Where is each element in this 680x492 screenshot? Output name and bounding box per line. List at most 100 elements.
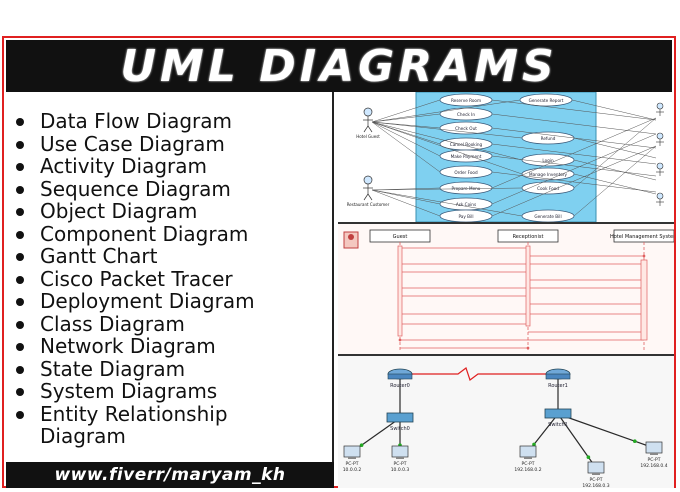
bullet-icon <box>16 365 24 374</box>
svg-text:Hotel Guest: Hotel Guest <box>356 134 380 139</box>
actor-figure <box>656 102 664 116</box>
router-icon: Router1 <box>545 368 571 389</box>
service-label: Entity Relationship <box>40 401 228 426</box>
association-line <box>491 99 657 121</box>
ethernet-link <box>557 413 597 469</box>
service-label: Data Flow Diagram <box>40 109 232 133</box>
arrow-head <box>526 346 530 350</box>
svg-text:Check In: Check In <box>457 112 475 117</box>
footer-url: www.fiverr/maryam_kh <box>54 465 286 485</box>
bullet-icon <box>16 275 24 284</box>
association-line <box>371 189 523 217</box>
switch-icon: Switch1 <box>544 408 572 428</box>
service-label: Activity Diagram <box>40 154 208 178</box>
service-label: Component Diagram <box>40 221 249 246</box>
usecase-oval: Refund <box>521 131 575 145</box>
svg-text:PC-PT: PC-PT <box>648 457 661 463</box>
footer-banner: www.fiverr/maryam_kh <box>6 462 334 488</box>
usecase-oval: Manage Inventory <box>521 167 575 181</box>
bullet-icon <box>16 253 24 261</box>
service-label: Gantt Chart <box>40 244 158 268</box>
association-line <box>571 99 657 121</box>
service-item: System Diagrams <box>16 380 255 403</box>
activation-bar <box>525 245 531 327</box>
usecase-oval: Prepare Menu <box>439 181 493 195</box>
lifeline-head: Hotel Management System <box>610 229 674 243</box>
service-item: Gantt Chart <box>16 245 255 268</box>
association-line <box>371 189 441 217</box>
svg-text:Check Out: Check Out <box>455 126 477 131</box>
service-label: Deployment Diagram <box>40 289 255 313</box>
service-item: Object Diagram <box>16 200 255 223</box>
bullet-icon <box>16 140 24 149</box>
usecase-oval: Check In <box>439 107 493 121</box>
router-icon: Router0 <box>387 368 413 389</box>
service-item: Sequence Diagram <box>16 176 255 201</box>
service-item: Use Case Diagram <box>16 131 255 156</box>
svg-text:Generate Bill: Generate Bill <box>534 214 561 219</box>
link-status-light <box>586 455 591 459</box>
bullet-icon <box>16 343 24 351</box>
service-label: System Diagrams <box>40 379 218 403</box>
bullet-icon <box>16 185 24 194</box>
activation-bar <box>640 259 648 341</box>
svg-text:Router1: Router1 <box>548 383 568 389</box>
association-line <box>573 137 657 159</box>
svg-text:Login: Login <box>542 158 554 163</box>
svg-text:Reserve Room: Reserve Room <box>451 98 481 103</box>
bullet-icon <box>16 320 24 329</box>
svg-text:Generate Report: Generate Report <box>529 98 564 103</box>
svg-text:Order Food: Order Food <box>454 170 478 175</box>
svg-text:192.168.0.3: 192.168.0.3 <box>582 483 609 488</box>
association-line <box>491 145 657 217</box>
actor-figure: Restaurant Customer <box>347 175 390 207</box>
arrow-head <box>642 254 646 258</box>
svg-text:Switch1: Switch1 <box>548 422 568 428</box>
bullet-icon <box>16 163 24 171</box>
association-line <box>371 187 523 191</box>
service-label: Use Case Diagram <box>40 131 225 156</box>
usecase-oval: Pay Bill <box>439 209 493 222</box>
actor-figure <box>656 192 664 206</box>
svg-text:Make Payment: Make Payment <box>451 154 482 159</box>
bullet-icon <box>16 208 24 216</box>
association-line <box>371 121 441 157</box>
service-label: Sequence Diagram <box>40 176 231 201</box>
service-label: Object Diagram <box>40 199 198 223</box>
association-line <box>573 145 657 217</box>
service-item: Entity Relationship <box>16 401 255 426</box>
service-item: Class Diagram <box>16 312 255 336</box>
association-line <box>573 117 657 189</box>
svg-text:Cancel Booking: Cancel Booking <box>450 142 483 147</box>
svg-text:Refund: Refund <box>541 136 556 141</box>
usecase-oval: Ask Coins <box>439 197 493 211</box>
service-label: State Diagram <box>40 356 186 381</box>
service-item: Cisco Packet Tracer <box>16 267 255 291</box>
svg-text:Hotel Management System: Hotel Management System <box>610 234 674 240</box>
service-item: Deployment Diagram <box>16 290 255 313</box>
svg-text:Ask Coins: Ask Coins <box>456 202 476 207</box>
svg-text:192.168.0.2: 192.168.0.2 <box>514 467 541 473</box>
usecase-oval: Generate Bill <box>521 209 575 222</box>
association-line <box>371 113 441 123</box>
bullet-icon <box>16 410 24 419</box>
svg-text:10.0.0.2: 10.0.0.2 <box>343 467 362 473</box>
association-line <box>371 121 523 139</box>
activation-bar <box>397 245 403 337</box>
actor-figure: Hotel Guest <box>356 107 380 139</box>
svg-text:192.168.0.4: 192.168.0.4 <box>640 463 667 469</box>
actor-figure <box>656 132 664 146</box>
link-status-light <box>532 442 536 447</box>
link-status-light <box>359 443 364 447</box>
bullet-icon <box>16 230 24 239</box>
svg-text:Switch0: Switch0 <box>390 426 410 432</box>
lifeline-head: Guest <box>369 229 431 243</box>
actor-icon <box>343 231 359 249</box>
